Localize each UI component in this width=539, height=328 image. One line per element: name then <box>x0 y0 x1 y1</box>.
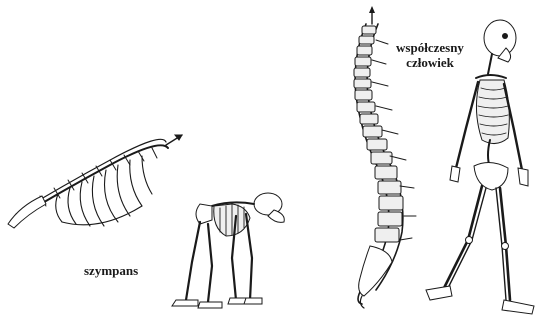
label-chimpanzee: szympans <box>84 263 138 278</box>
label-modern-human-line1: współczesny <box>392 40 468 55</box>
chimp-spine-ribcage <box>8 135 182 228</box>
label-modern-human: współczesny człowiek <box>392 40 468 70</box>
label-modern-human-line2: człowiek <box>392 55 468 70</box>
chimp-skeleton <box>172 193 284 308</box>
